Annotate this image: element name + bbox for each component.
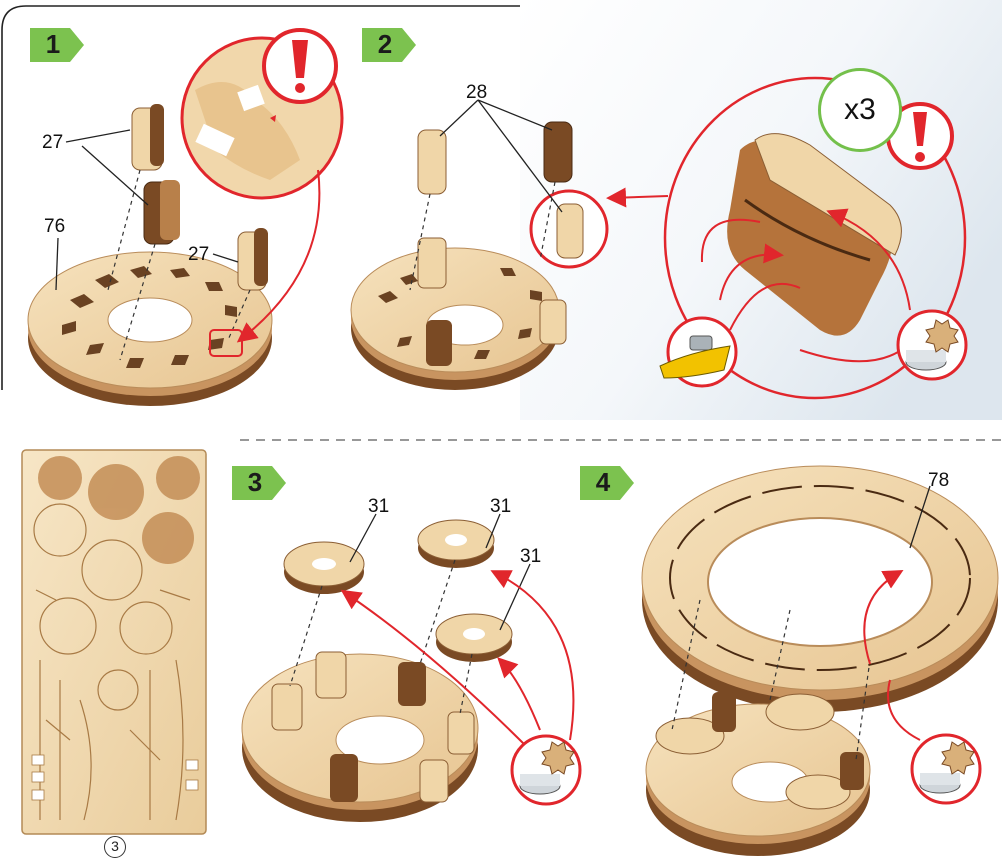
sheet-number: 3 — [104, 836, 126, 858]
step3-gear-left — [284, 542, 364, 594]
step-number: 3 — [236, 467, 274, 498]
part-label-78: 78 — [928, 470, 949, 492]
step-number: 4 — [584, 467, 622, 498]
step2-part-28-right — [544, 122, 572, 182]
part-label-27: 27 — [42, 132, 63, 154]
step3-base-disc — [242, 652, 478, 822]
step1-part-27-middle — [144, 180, 180, 244]
wax-icon — [512, 736, 580, 804]
step-1-badge: 1 — [30, 28, 84, 62]
parts-sheet — [22, 450, 206, 834]
quantity-multiplier: x3 — [818, 68, 902, 152]
step2-part-28-left — [418, 130, 446, 194]
step2-part-28-highlight — [531, 191, 607, 267]
part-label-27: 27 — [188, 244, 209, 266]
step1-part-27-right — [238, 228, 268, 290]
step3-gear-middle — [418, 520, 494, 568]
part-label-76: 76 — [44, 216, 65, 238]
step-2-badge: 2 — [362, 28, 416, 62]
step3-gear-right — [436, 614, 512, 662]
warning-icon — [264, 30, 336, 102]
part-label-31: 31 — [520, 546, 541, 568]
wax-icon — [898, 311, 966, 379]
step4-ring-78 — [642, 466, 998, 712]
part-label-31: 31 — [490, 496, 511, 518]
part-label-31: 31 — [368, 496, 389, 518]
part-label-28: 28 — [466, 82, 487, 104]
step-number: 1 — [34, 29, 72, 60]
step-4-badge: 4 — [580, 466, 634, 500]
step-3-badge: 3 — [232, 466, 286, 500]
step-number: 2 — [366, 29, 404, 60]
step1-part-27-top — [132, 104, 164, 170]
wax-icon — [912, 735, 980, 803]
